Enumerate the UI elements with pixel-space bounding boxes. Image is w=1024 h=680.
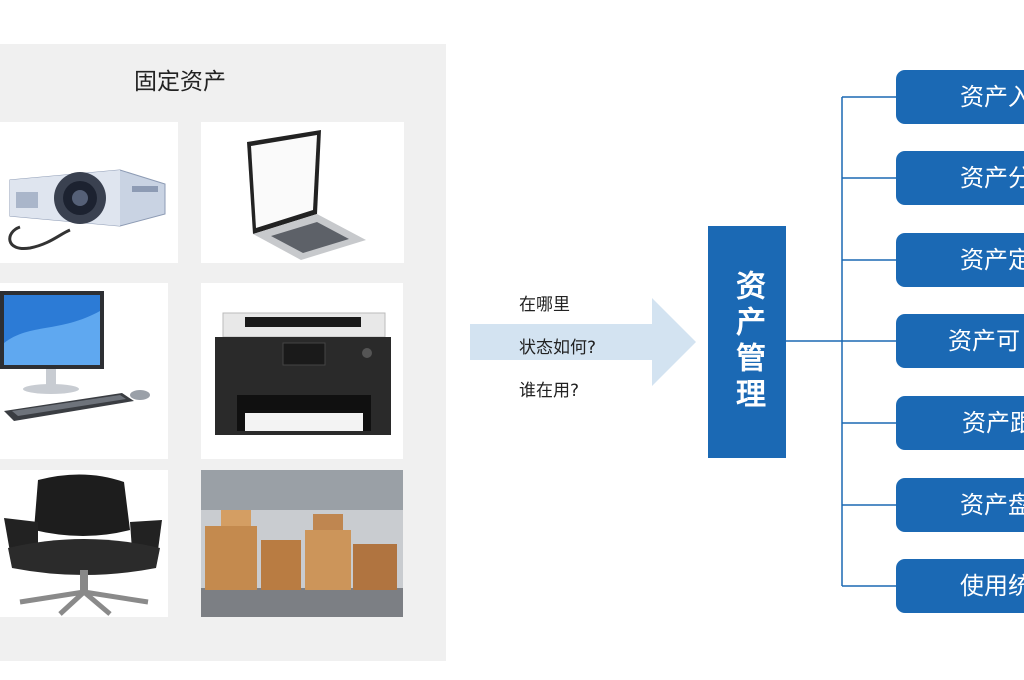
tree-connector [786, 96, 898, 587]
question-where: 在哪里 [519, 295, 570, 315]
branch-usage-statistics: 使用统 [896, 559, 1024, 613]
asset-management-label: 资产管理 [730, 270, 765, 414]
branch-asset-positioning: 资产定 [896, 233, 1024, 287]
branch-asset-visibility: 资产可 [896, 314, 1024, 368]
projector-image [0, 122, 178, 263]
right-arrow-icon [470, 298, 696, 386]
branch-asset-in: 资产入 [896, 70, 1024, 124]
question-status: 状态如何? [519, 338, 597, 358]
office-chair-image [0, 470, 168, 617]
branch-asset-tracking: 资产跟 [896, 396, 1024, 450]
question-who: 谁在用? [519, 381, 580, 401]
panel-title: 固定资产 [134, 69, 226, 95]
printer-image [201, 283, 403, 459]
laptop-image [201, 122, 404, 263]
desktop-computer-image [0, 283, 168, 459]
branch-asset-allocation: 资产分 [896, 151, 1024, 205]
asset-management-box: 资产管理 [708, 226, 786, 458]
warehouse-image [201, 470, 403, 617]
branch-asset-inventory: 资产盘 [896, 478, 1024, 532]
